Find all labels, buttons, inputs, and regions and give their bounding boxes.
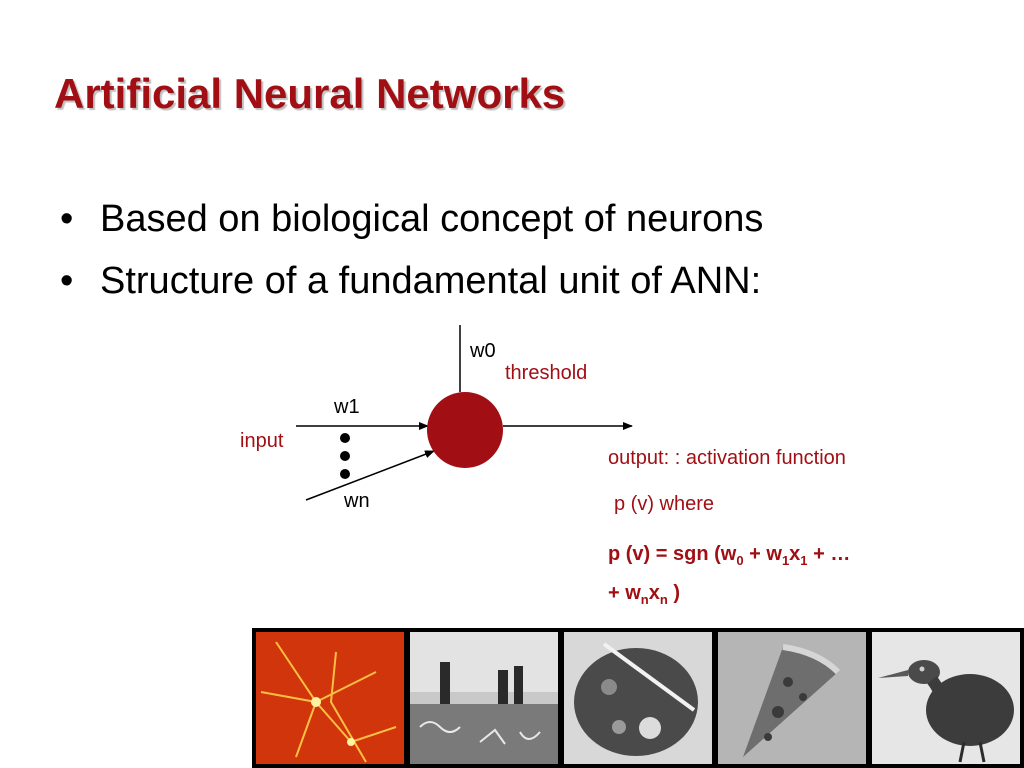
pizza-slice-image-icon: [718, 632, 866, 764]
formula-line-1: p (v) = sgn (w0 + w1x1 + …: [608, 543, 851, 568]
output-label: output: : activation function: [608, 447, 846, 469]
bullet-item: • Structure of a fundamental unit of ANN:: [60, 250, 763, 312]
ellipsis-dot: [340, 469, 350, 479]
neuron-node: [427, 392, 503, 468]
where-label: p (v) where: [614, 493, 715, 515]
neuron-image-icon: [256, 632, 404, 764]
ellipsis-dot: [340, 451, 350, 461]
w1-label: w1: [334, 396, 360, 418]
formula-line-2: + wnxn ): [608, 582, 681, 607]
bullet-text: Based on biological concept of neurons: [100, 198, 764, 240]
photo-strip: [252, 628, 1024, 768]
bird-image-icon: [872, 632, 1020, 764]
wn-label: wn: [344, 490, 370, 512]
threshold-label: threshold: [505, 362, 588, 384]
paint-palette-image-icon: [564, 632, 712, 764]
bullet-list: •Based on biological concept of neurons …: [60, 188, 763, 312]
activation-formula: p (v) = sgn (w0 + w1x1 + … + wnxn ): [608, 538, 850, 616]
berlin-wall-image-icon: [410, 632, 558, 764]
input-label: input: [240, 430, 284, 452]
input-arrow-wn: [305, 450, 435, 501]
slide-title: Artificial Neural Networks: [54, 70, 566, 117]
bullet-dot: •: [60, 198, 74, 240]
bullet-item: • Based on biological concept of neurons: [60, 188, 763, 250]
ellipsis-dot: [340, 433, 350, 443]
w0-label: w0: [470, 340, 496, 362]
bullet-dot: •: [60, 260, 74, 302]
bullet-text: Structure of a fundamental unit of ANN:: [100, 260, 762, 302]
